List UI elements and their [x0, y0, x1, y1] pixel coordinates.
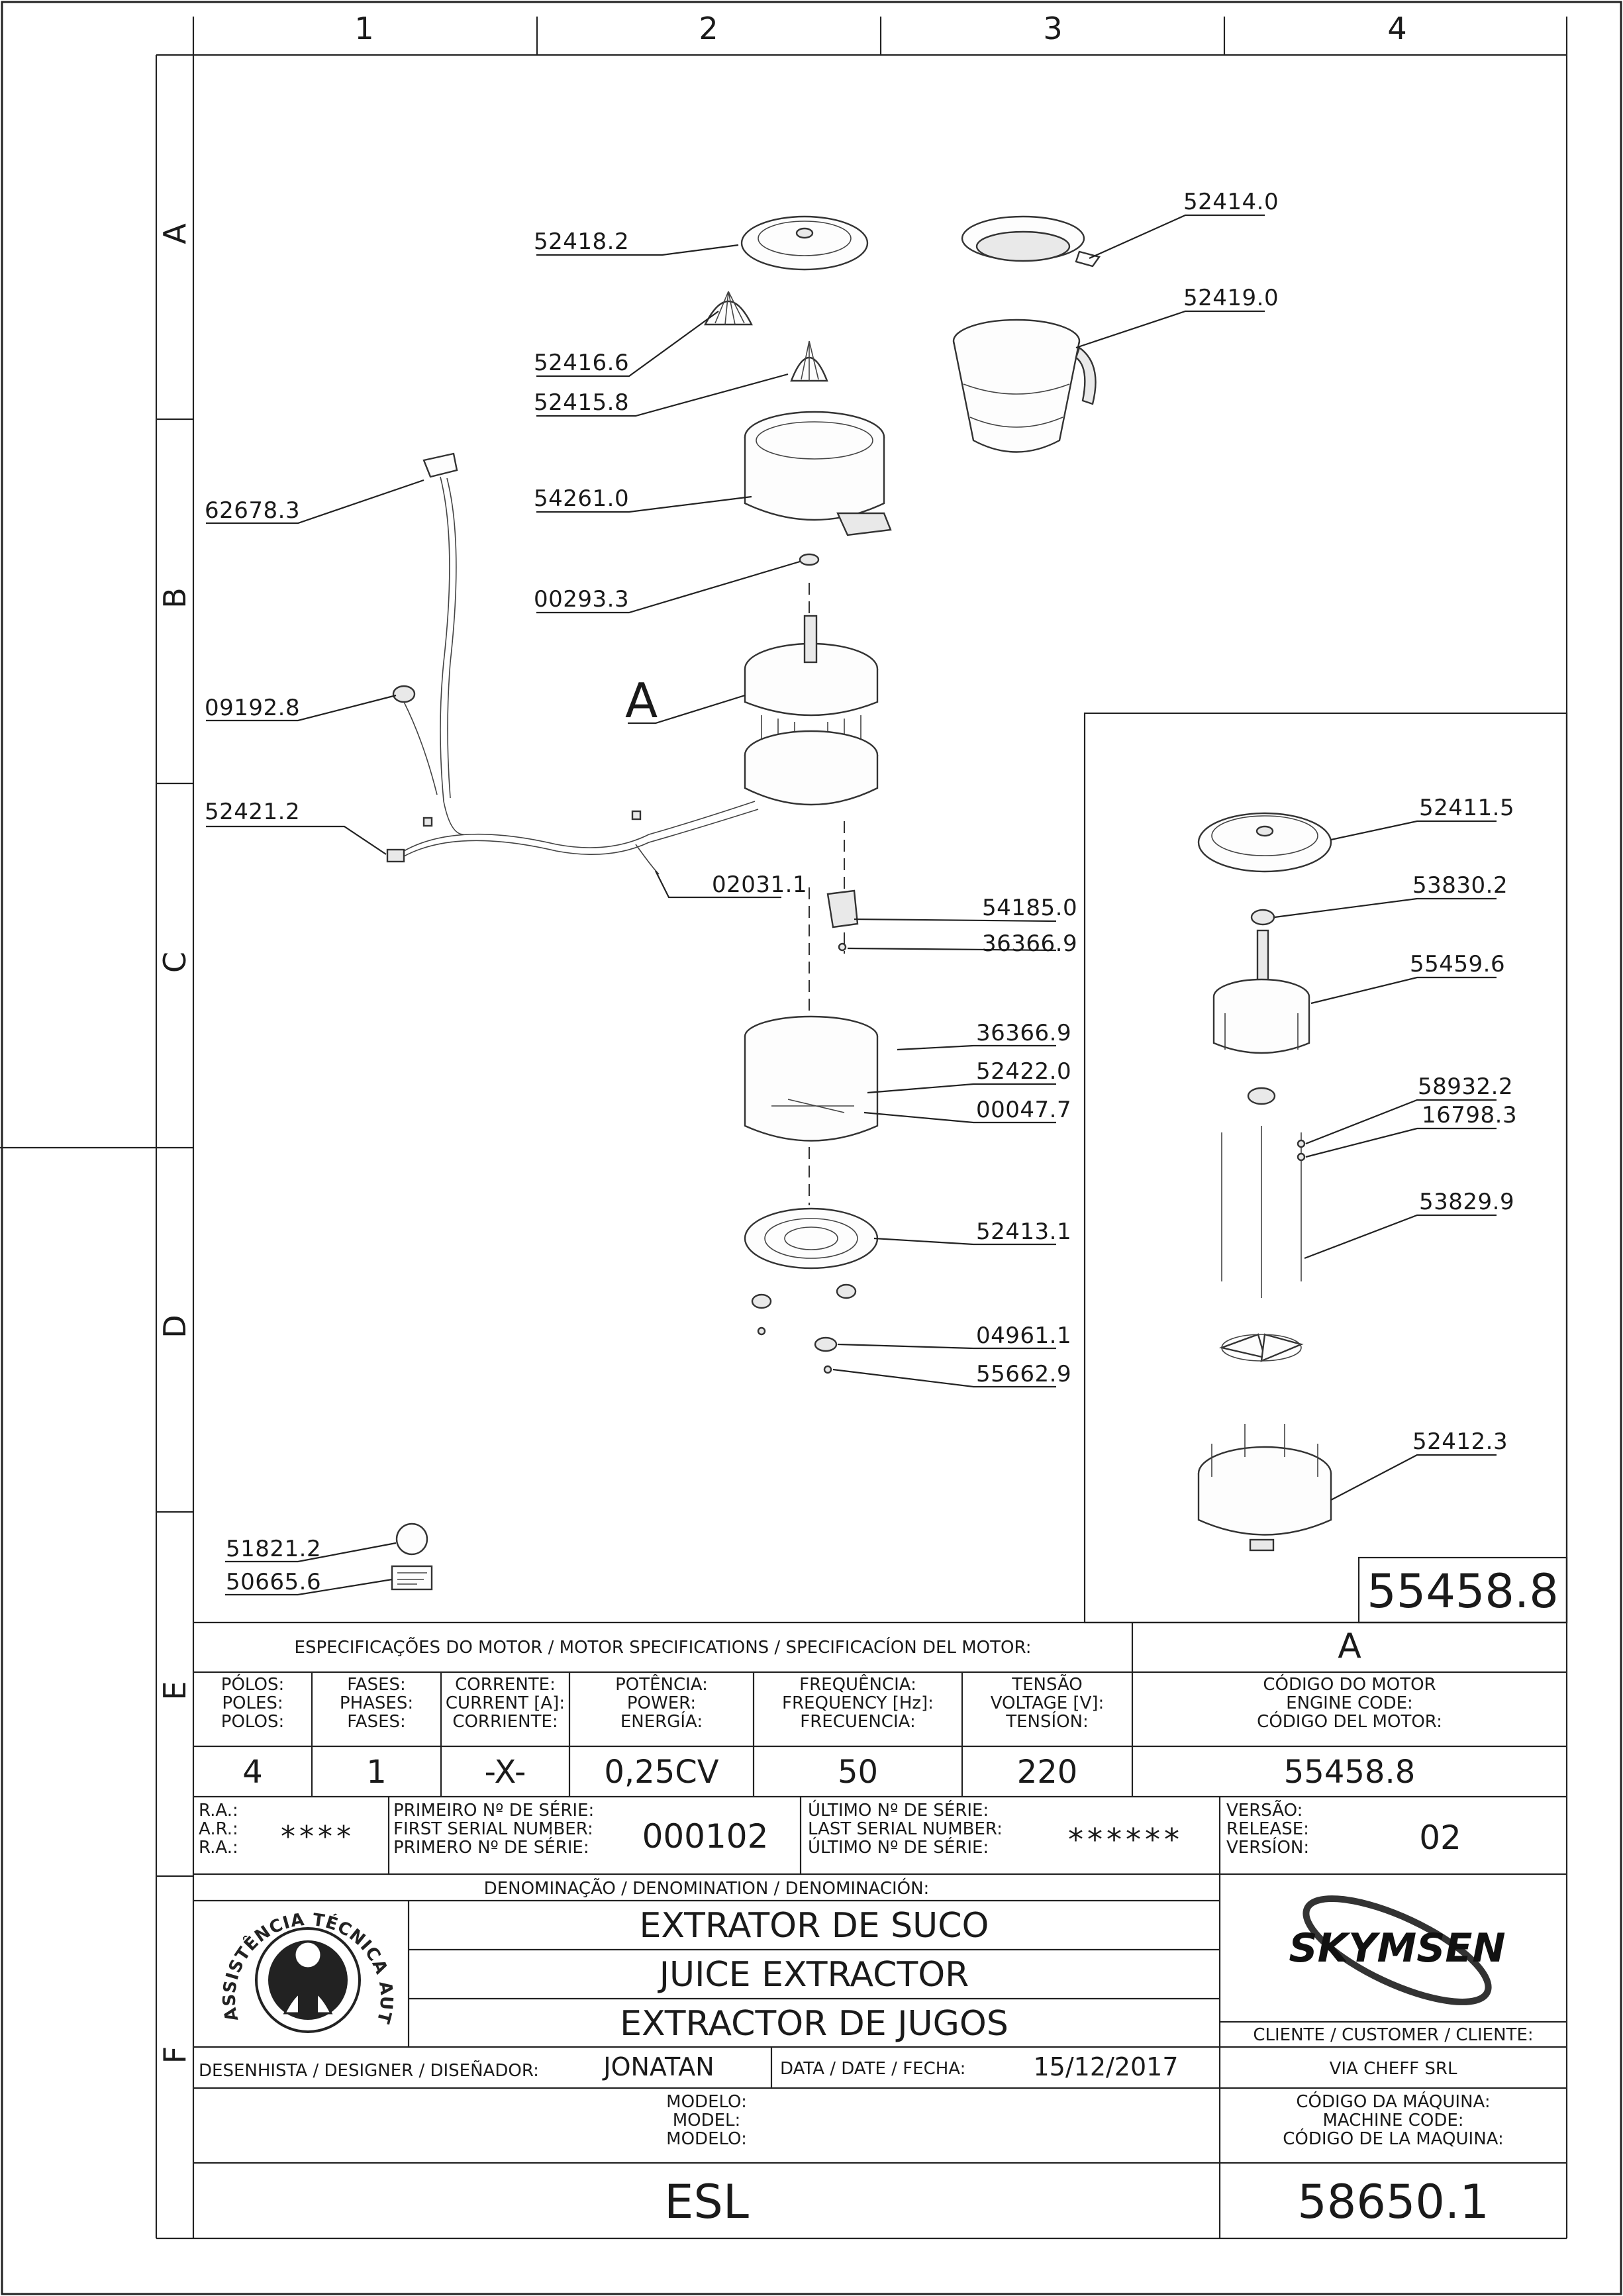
callout-04961-1: 04961.1 [976, 1323, 1072, 1349]
ra-value: **** [281, 1820, 355, 1854]
version-value: 02 [1419, 1819, 1461, 1857]
detail-motor-code: 55458.8 [1367, 1564, 1559, 1619]
zone-row-e: E [157, 1681, 193, 1701]
motor-assembly-ref: A [1338, 1626, 1361, 1666]
authorized-service-seal: ASSISTÊNCIA TÉCNICA AUTORIZADA [211, 1892, 397, 2043]
callout-52415-8: 52415.8 [534, 389, 630, 416]
spec-engine-code-value: 55458.8 [1283, 1754, 1416, 1791]
callout-52413-1: 52413.1 [976, 1219, 1072, 1245]
model-value: ESL [664, 2175, 749, 2229]
spec-poles-header: PÓLOS:POLES:POLOS: [221, 1675, 285, 1732]
callout-02031-1: 02031.1 [712, 872, 808, 898]
machine-code-labels: CÓDIGO DA MÁQUINA:MACHINE CODE:CÓDIGO DE… [1283, 2092, 1504, 2150]
zone-row-c: C [157, 951, 193, 973]
callout-52412-3: 52412.3 [1412, 1428, 1508, 1455]
spec-power-value: 0,25CV [604, 1754, 719, 1791]
callout-54261-0: 54261.0 [534, 485, 630, 512]
callout-55662-9: 55662.9 [976, 1361, 1072, 1387]
date-value: 15/12/2017 [1033, 2052, 1179, 2081]
zone-row-a: A [157, 223, 193, 244]
zone-row-f: F [157, 2046, 193, 2064]
callout-52416-6: 52416.6 [534, 350, 630, 376]
callout-52411-5: 52411.5 [1419, 795, 1515, 821]
callout-09192-8: 09192.8 [205, 695, 301, 721]
machine-code-value: 58650.1 [1297, 2175, 1489, 2229]
skymsen-logo: SKYMSEN [1252, 1887, 1543, 2013]
callout-58932-2: 58932.2 [1418, 1073, 1514, 1100]
spec-power-header: POTÊNCIA:POWER:ENERGÍA: [615, 1675, 708, 1732]
zone-column-3: 3 [1043, 11, 1063, 46]
ra-labels: R.A.:A.R.:R.A.: [199, 1801, 238, 1858]
date-label: DATA / DATE / FECHA: [780, 2059, 966, 2079]
denomination-en: JUICE EXTRACTOR [659, 1955, 969, 1995]
designer-label: DESENHISTA / DESIGNER / DISEÑADOR: [199, 2061, 539, 2081]
spec-frequency-header: FREQUÊNCIA:FREQUENCY [Hz]:FRECUENCIA: [782, 1675, 934, 1732]
last-serial-labels: ÚLTIMO Nº DE SÉRIE:LAST SERIAL NUMBER:ÚL… [808, 1801, 1003, 1858]
brand-wordmark: SKYMSEN [1289, 1925, 1505, 1972]
callout-51821-2: 51821.2 [226, 1536, 322, 1562]
customer-label: CLIENTE / CUSTOMER / CLIENTE: [1253, 2025, 1534, 2045]
model-labels: MODELO:MODEL:MODELO: [666, 2092, 747, 2150]
callout-assembly-a: A [625, 673, 658, 728]
zone-column-4: 4 [1387, 11, 1407, 46]
first-serial-value: 000102 [642, 1817, 769, 1856]
callout-52422-0: 52422.0 [976, 1058, 1072, 1085]
zone-row-b: B [157, 587, 193, 609]
callout-00047-7: 00047.7 [976, 1097, 1072, 1123]
denomination-es: EXTRACTOR DE JUGOS [620, 2004, 1008, 2044]
callout-52421-2: 52421.2 [205, 799, 301, 825]
spec-phases-header: FASES:PHASES:FASES: [339, 1675, 414, 1732]
callout-52414-0: 52414.0 [1183, 189, 1279, 215]
callout-55459-6: 55459.6 [1410, 951, 1506, 977]
zone-column-2: 2 [699, 11, 718, 46]
last-serial-value: ****** [1068, 1822, 1183, 1858]
callout-36366-9-upper: 36366.9 [982, 930, 1078, 957]
denomination-heading: DENOMINAÇÃO / DENOMINATION / DENOMINACIÓ… [483, 1879, 930, 1899]
callout-53829-9: 53829.9 [1419, 1189, 1515, 1215]
callout-52418-2: 52418.2 [534, 228, 630, 255]
spec-frequency-value: 50 [837, 1754, 879, 1791]
version-labels: VERSÃO:RELEASE:VERSÍON: [1226, 1801, 1310, 1858]
callout-00293-3: 00293.3 [534, 586, 630, 613]
callout-36366-9-lower: 36366.9 [976, 1020, 1072, 1046]
customer-value: VIA CHEFF SRL [1329, 2059, 1457, 2079]
zone-column-1: 1 [354, 11, 374, 46]
denomination-pt: EXTRATOR DE SUCO [639, 1906, 989, 1946]
designer-value: JONATAN [603, 2052, 714, 2081]
first-serial-labels: PRIMEIRO Nº DE SÉRIE:FIRST SERIAL NUMBER… [393, 1801, 595, 1858]
callout-52419-0: 52419.0 [1183, 285, 1279, 311]
spec-current-value: -X- [484, 1754, 526, 1791]
motor-spec-heading: ESPECIFICAÇÕES DO MOTOR / MOTOR SPECIFIC… [294, 1638, 1032, 1658]
callout-62678-3: 62678.3 [205, 497, 301, 524]
zone-row-d: D [157, 1315, 193, 1338]
spec-voltage-value: 220 [1016, 1754, 1078, 1791]
callout-54185-0: 54185.0 [982, 895, 1078, 921]
spec-current-header: CORRENTE:CURRENT [A]:CORRIENTE: [445, 1675, 566, 1732]
callout-53830-2: 53830.2 [1412, 872, 1508, 899]
spec-poles-value: 4 [242, 1754, 263, 1791]
callout-16798-3: 16798.3 [1422, 1102, 1518, 1128]
spec-phases-value: 1 [366, 1754, 387, 1791]
callout-50665-6: 50665.6 [226, 1569, 322, 1595]
